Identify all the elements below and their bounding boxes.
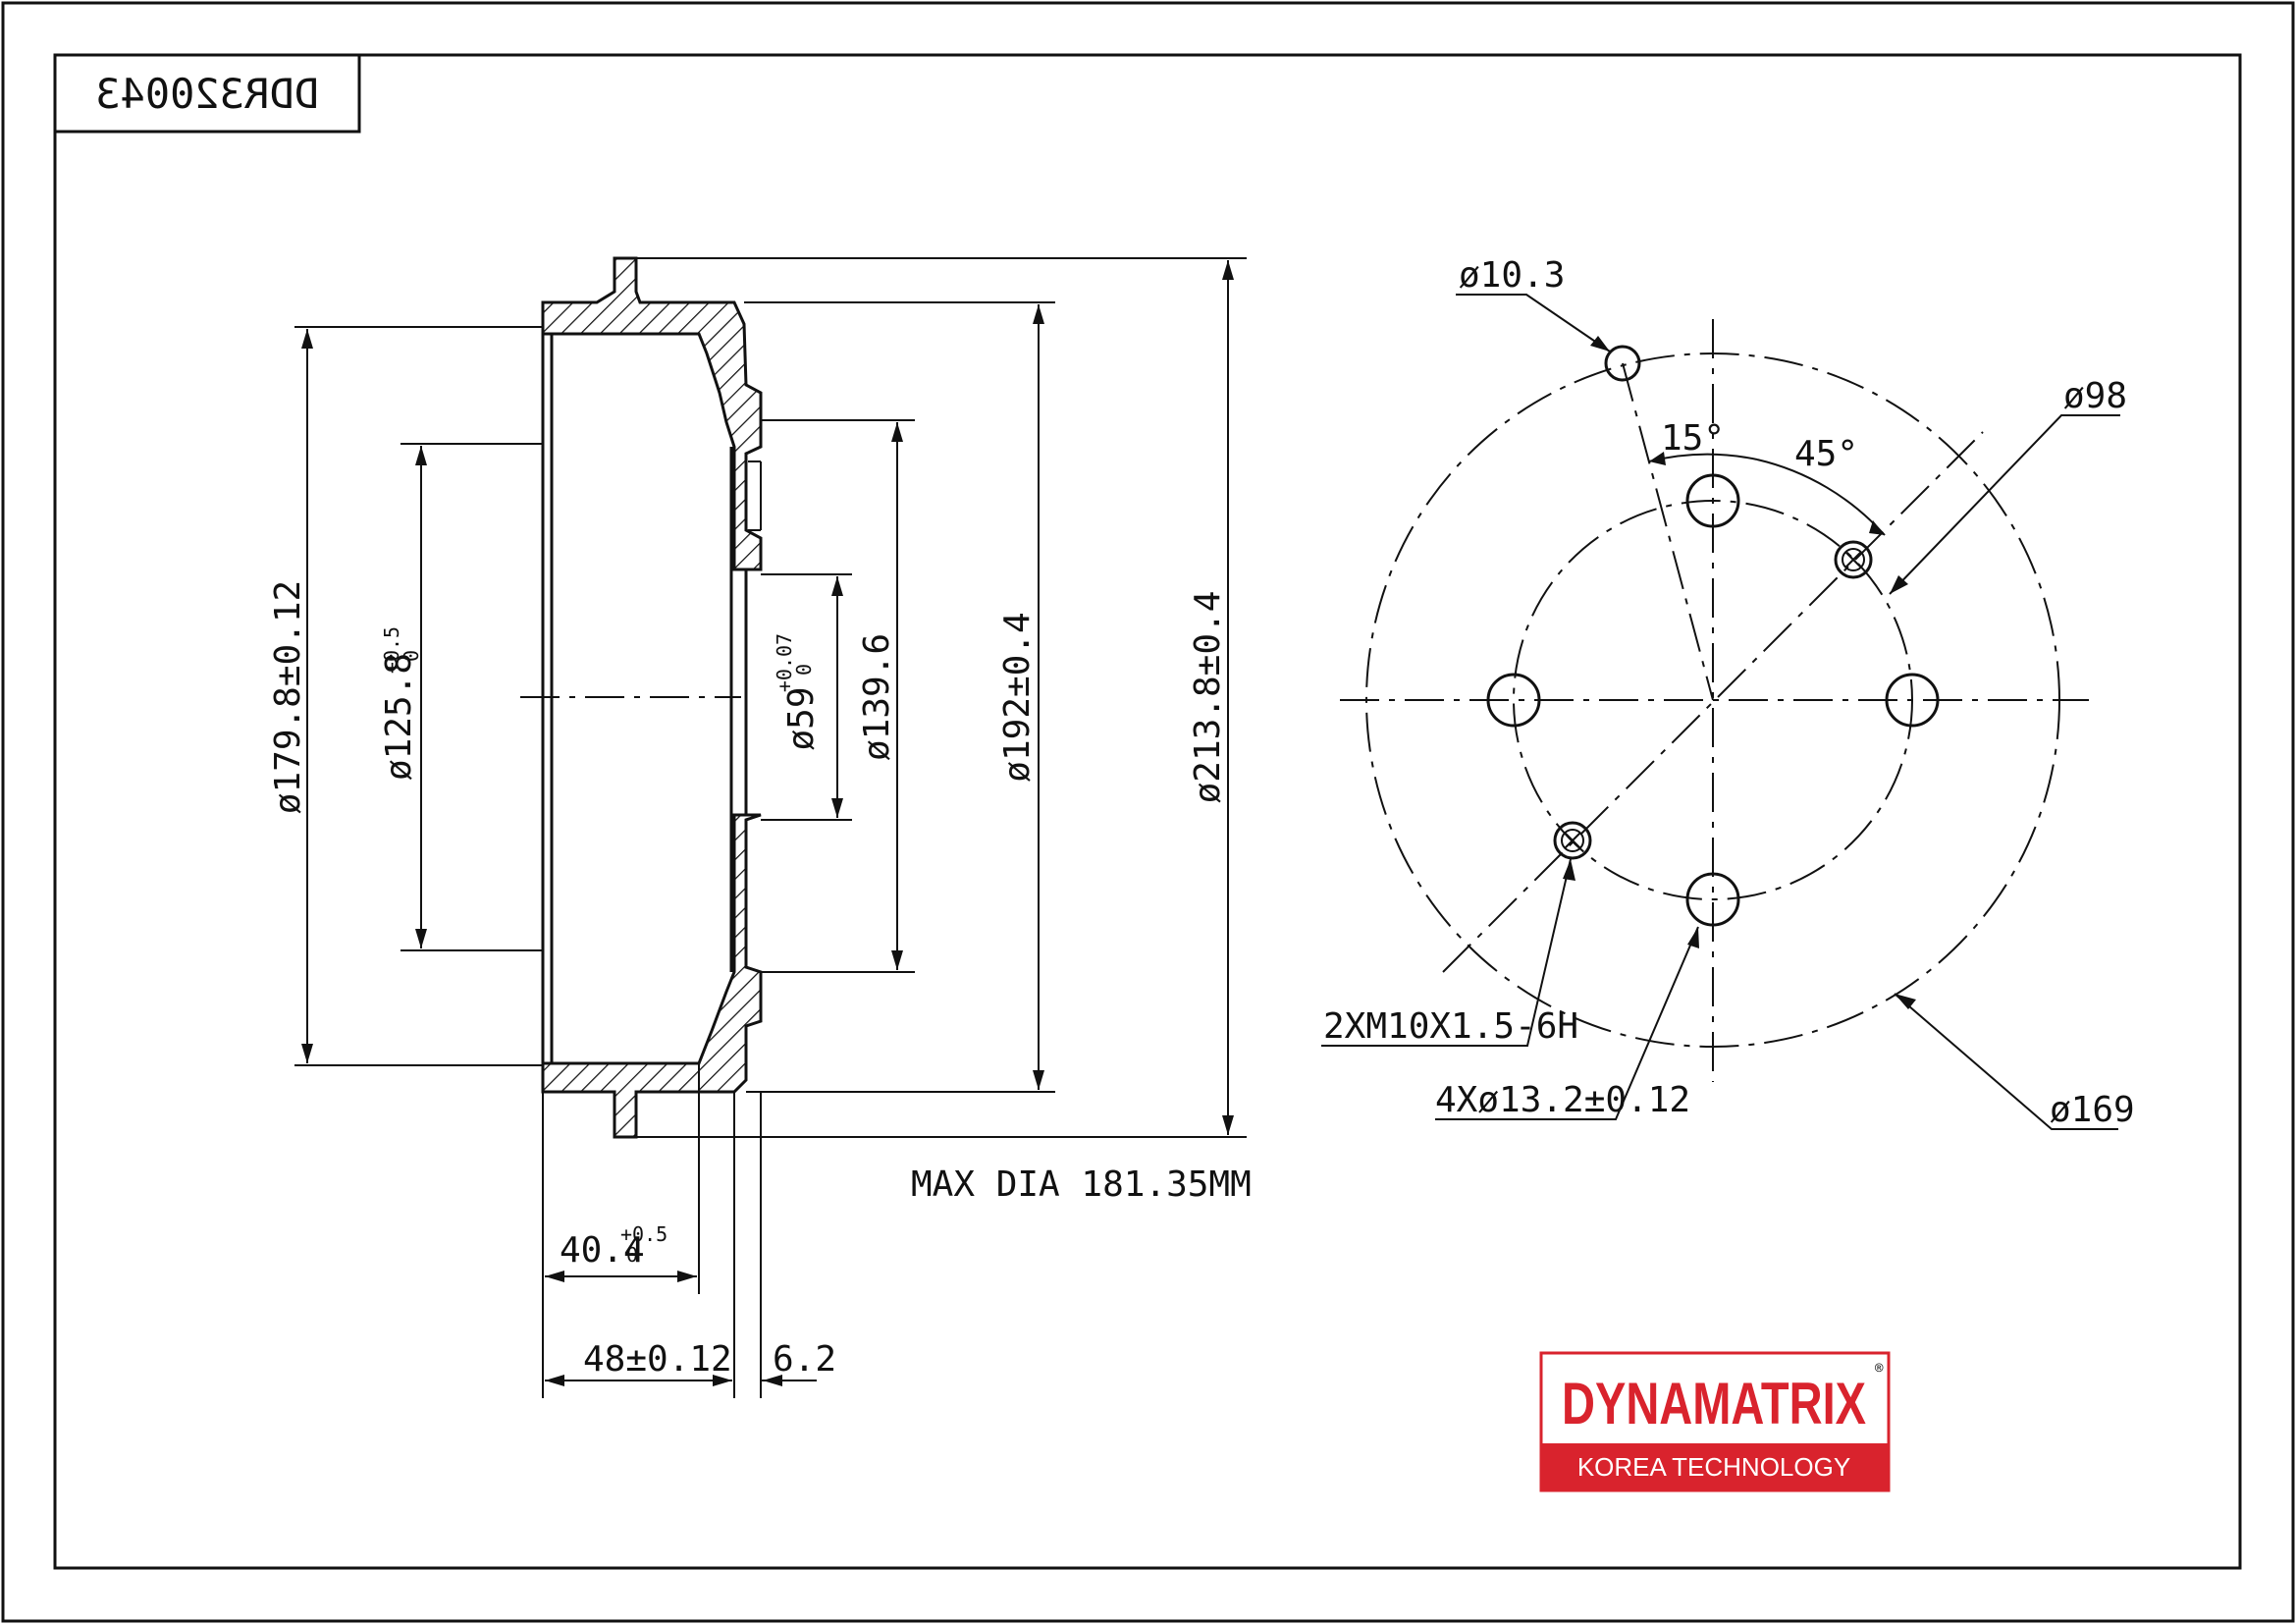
dim-line-59 bbox=[831, 576, 843, 818]
dim-line-179 bbox=[301, 329, 313, 1063]
pcd-circle-98 bbox=[1513, 500, 1913, 900]
wheel-hole-right bbox=[1885, 673, 1940, 728]
dim-hole-small-text: ø10.3 bbox=[1459, 255, 1565, 296]
title-block: DDR320043 bbox=[55, 55, 361, 134]
dim-40-text: 40.4 bbox=[560, 1230, 645, 1271]
brand-registered: ® bbox=[1875, 1361, 1884, 1377]
dim-125-tol-low-text: 0 bbox=[400, 650, 423, 662]
dim-holes-text: 4Xø13.2±0.12 bbox=[1435, 1080, 1690, 1120]
side-section-view: ø179.8±0.12 ø125.8 +0.5 0 ø59 +0.07 0 ø1… bbox=[268, 256, 1252, 1398]
dim-line-6 bbox=[761, 1375, 817, 1386]
dim-pcd-text: ø98 bbox=[2063, 376, 2127, 416]
dim-thread-text: 2XM10X1.5-6H bbox=[1323, 1006, 1578, 1047]
dim-40-tol-text: +0.5 bbox=[620, 1222, 667, 1246]
dim-59-text: ø59 bbox=[781, 686, 822, 750]
wheel-hole-top bbox=[1685, 473, 1740, 528]
dim-48-text: 48±0.12 bbox=[583, 1339, 732, 1380]
dim-59-tol-low-text: 0 bbox=[792, 664, 816, 676]
threaded-hole-upper bbox=[1834, 540, 1873, 579]
dim-line-40 bbox=[545, 1271, 697, 1282]
dim-6-text: 6.2 bbox=[773, 1339, 836, 1380]
outer-circle-169 bbox=[1365, 352, 2060, 1048]
dim-213-text: ø213.8±0.4 bbox=[1188, 591, 1228, 804]
top-flange-section bbox=[541, 256, 763, 571]
dim-125-text: ø125.8 bbox=[379, 653, 419, 781]
brand-name: DYNAMATRIX bbox=[1562, 1371, 1866, 1436]
threaded-hole-lower bbox=[1553, 821, 1592, 860]
dim-125-tol-text: +0.5 bbox=[380, 626, 403, 674]
dim-outer-text: ø169 bbox=[2050, 1090, 2135, 1130]
part-number: DDR320043 bbox=[95, 70, 319, 118]
dim-192-text: ø192±0.4 bbox=[997, 612, 1038, 782]
wheel-hole-left bbox=[1486, 673, 1541, 728]
dim-line-48 bbox=[545, 1375, 732, 1386]
front-view: 15° 45° ø10.3 ø98 2XM10X1.5-6H 4Xø13.2±0… bbox=[1321, 255, 2135, 1130]
max-dia-note: MAX DIA 181.35MM bbox=[911, 1164, 1252, 1205]
brand-logo: DYNAMATRIX ® KOREA TECHNOLOGY bbox=[1539, 1351, 1891, 1492]
dim-139-text: ø139.6 bbox=[857, 633, 897, 761]
wheel-hole-bottom bbox=[1685, 872, 1740, 927]
drawing-frame bbox=[53, 53, 2242, 1570]
angle-15-text: 15° bbox=[1661, 418, 1725, 459]
dim-179-text: ø179.8±0.12 bbox=[268, 580, 308, 814]
dim-line-192 bbox=[1033, 304, 1044, 1090]
bottom-flange-section bbox=[541, 813, 763, 1139]
dim-59-tol-text: +0.07 bbox=[773, 633, 796, 692]
dim-line-213 bbox=[1222, 260, 1234, 1135]
dim-line-139 bbox=[891, 422, 903, 970]
small-hole-10 bbox=[1604, 345, 1641, 382]
brand-tagline: KOREA TECHNOLOGY bbox=[1577, 1452, 1850, 1482]
dim-40-tol-low-text: 0 bbox=[626, 1243, 638, 1267]
angle-45-text: 45° bbox=[1794, 434, 1858, 474]
dim-line-125 bbox=[415, 446, 427, 948]
